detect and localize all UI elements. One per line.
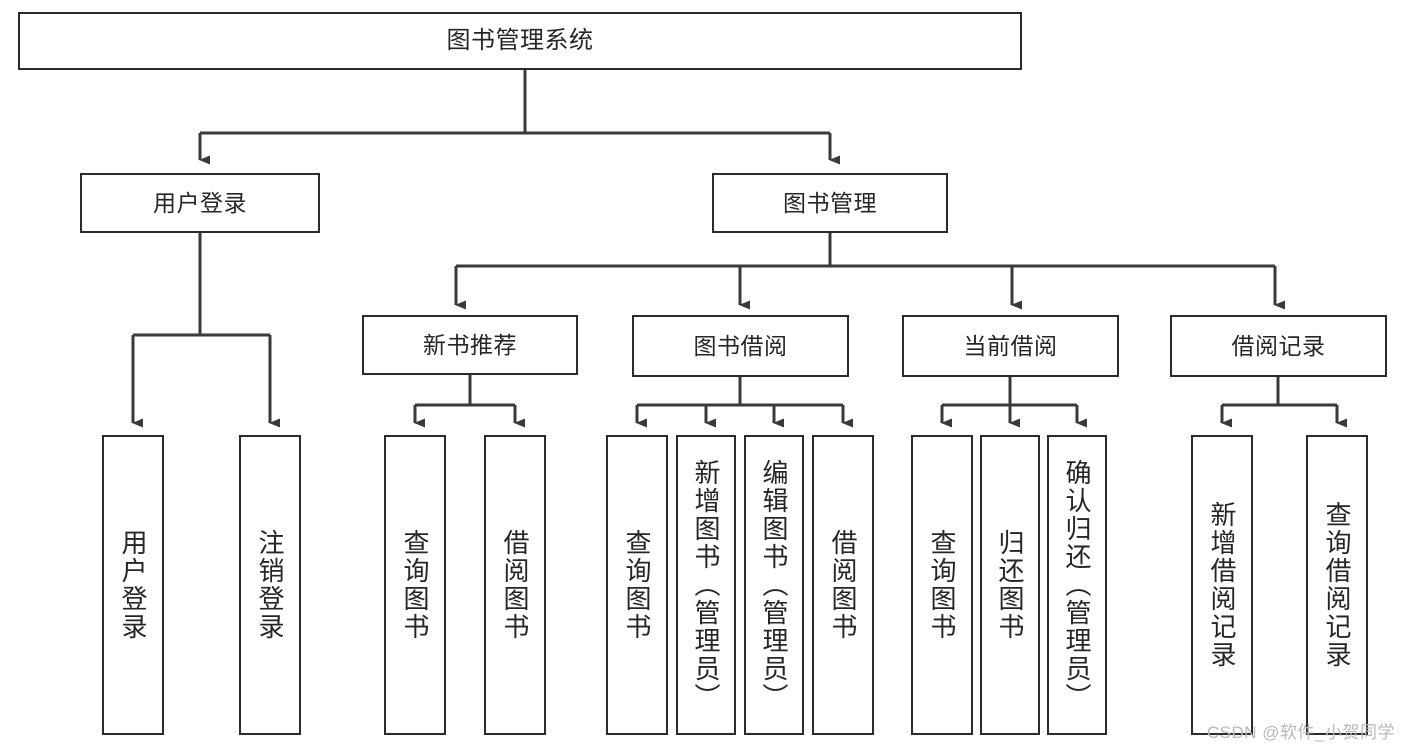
leaf-borrow-search-book[interactable]: 查询图书: [606, 435, 668, 735]
node-label: 用户登录: [153, 189, 247, 216]
leaf-borrow-borrow-book[interactable]: 借阅图书: [812, 435, 874, 735]
leaf-borrow-edit-book-admin[interactable]: 编辑图书（管理员）: [744, 435, 804, 735]
leaf-current-search-book[interactable]: 查询图书: [911, 435, 973, 735]
node-label: 查询图书: [400, 529, 430, 641]
leaf-user-login-login[interactable]: 用户登录: [102, 435, 164, 735]
node-root-system[interactable]: 图书管理系统: [18, 12, 1022, 70]
node-borrow-records[interactable]: 借阅记录: [1170, 315, 1387, 377]
node-book-management[interactable]: 图书管理: [712, 173, 948, 233]
leaf-recommend-borrow-book[interactable]: 借阅图书: [484, 435, 546, 735]
node-label: 图书管理: [783, 189, 877, 216]
leaf-borrow-add-book-admin[interactable]: 新增图书（管理员）: [676, 435, 736, 735]
node-new-book-recommend[interactable]: 新书推荐: [362, 315, 578, 375]
node-label: 归还图书: [995, 529, 1025, 641]
node-label: 编辑图书（管理员）: [759, 459, 789, 711]
node-label: 当前借阅: [963, 332, 1058, 359]
node-label: 借阅图书: [828, 529, 858, 641]
node-label: 借阅记录: [1231, 332, 1326, 359]
node-label: 新书推荐: [423, 331, 517, 358]
node-label: 图书借阅: [693, 332, 788, 359]
node-book-borrow[interactable]: 图书借阅: [632, 315, 849, 377]
node-label: 查询图书: [622, 529, 652, 641]
leaf-current-return-book[interactable]: 归还图书: [980, 435, 1040, 735]
node-label: 新增借阅记录: [1207, 501, 1237, 669]
leaf-current-confirm-return-admin[interactable]: 确认归还（管理员）: [1047, 435, 1107, 735]
leaf-records-search-record[interactable]: 查询借阅记录: [1306, 435, 1368, 735]
leaf-user-login-logout[interactable]: 注销登录: [239, 435, 301, 735]
node-label: 查询借阅记录: [1322, 501, 1352, 669]
node-label: 用户登录: [118, 529, 148, 641]
watermark-text: CSDN @软件_小贺同学: [1206, 723, 1395, 742]
node-label: 注销登录: [255, 529, 285, 641]
leaf-records-add-record[interactable]: 新增借阅记录: [1191, 435, 1253, 735]
node-current-borrow[interactable]: 当前借阅: [902, 315, 1119, 377]
node-label: 查询图书: [927, 529, 957, 641]
node-label: 借阅图书: [500, 529, 530, 641]
node-label: 新增图书（管理员）: [691, 459, 721, 711]
node-label: 图书管理系统: [446, 27, 594, 55]
node-user-login[interactable]: 用户登录: [80, 173, 320, 233]
leaf-recommend-search-book[interactable]: 查询图书: [384, 435, 446, 735]
node-label: 确认归还（管理员）: [1062, 459, 1092, 711]
